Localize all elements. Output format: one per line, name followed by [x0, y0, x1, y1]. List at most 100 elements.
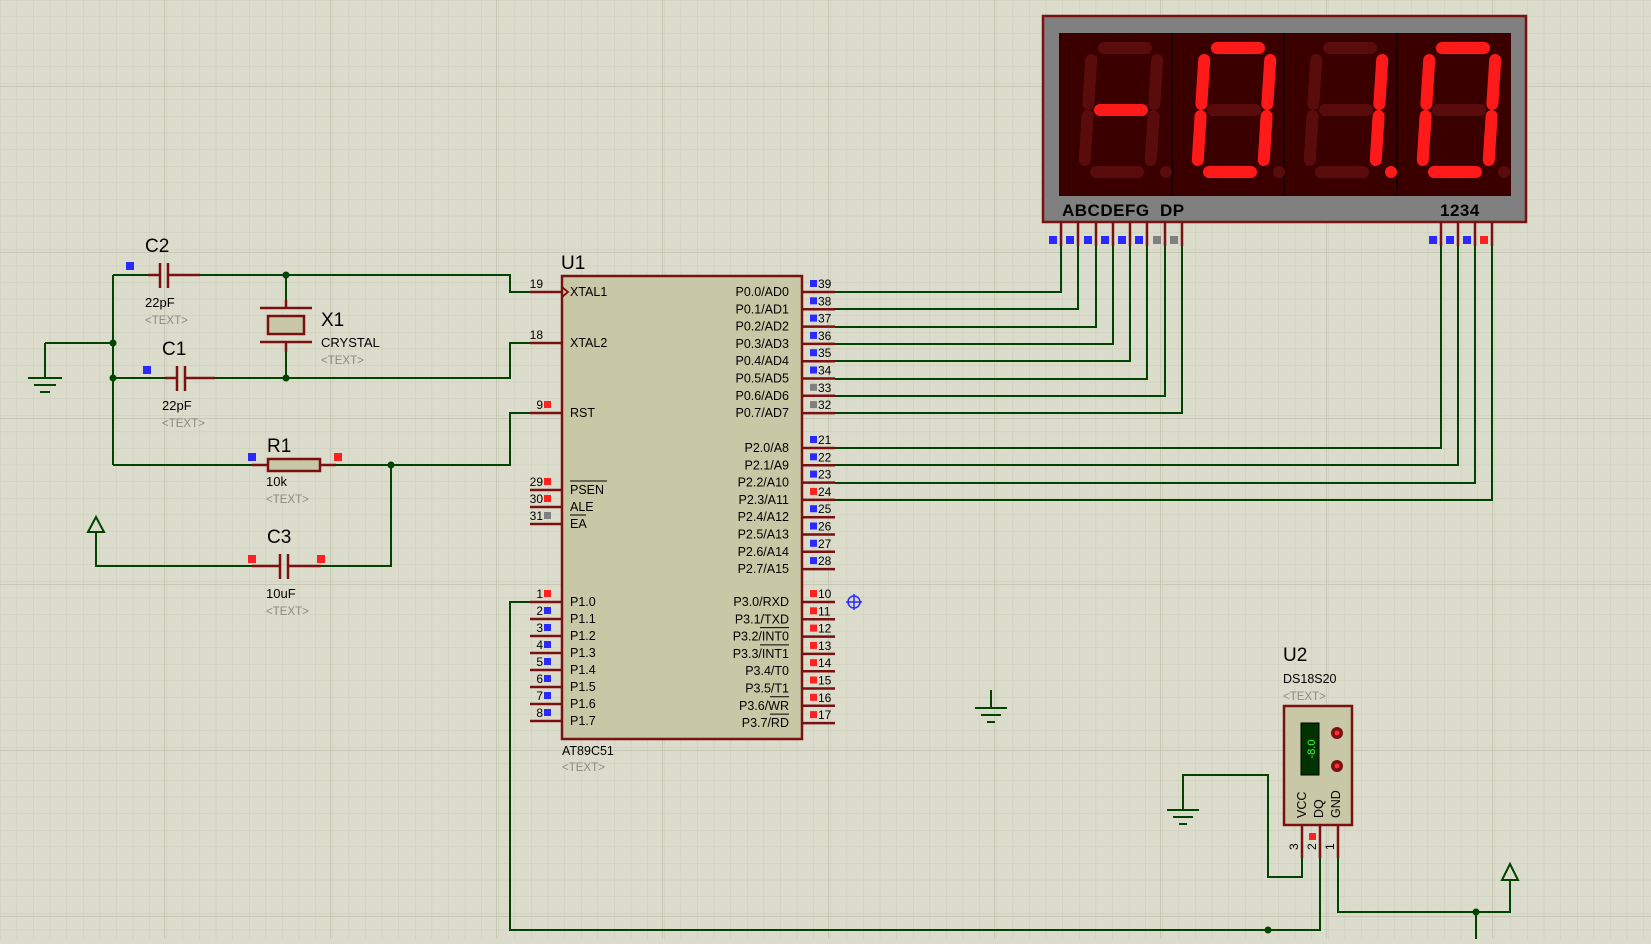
ground-symbol-u2[interactable]: [1167, 794, 1199, 825]
u1-pin-label: XTAL2: [570, 336, 607, 350]
u1-pin-number: 17: [818, 708, 832, 722]
u1-pin-p1-5[interactable]: 6P1.5: [530, 672, 596, 694]
u1-pin-p1-4[interactable]: 5P1.4: [530, 655, 596, 677]
capacitor-c2[interactable]: C2 22pF <TEXT>: [126, 236, 200, 327]
u1-pin-label: P2.6/A14: [738, 545, 789, 559]
power-terminal-left[interactable]: [86, 514, 106, 533]
u1-pin-number: 28: [818, 554, 832, 568]
u1-pin-number: 35: [818, 346, 832, 360]
segment-b: [1148, 54, 1164, 110]
c1-value: 22pF: [162, 398, 192, 413]
u1-pin-p1-0[interactable]: 1P1.0: [530, 587, 596, 609]
capacitor-c1[interactable]: C1 22pF <TEXT>: [143, 339, 215, 430]
u1-pin-number: 10: [818, 587, 832, 601]
u1-ref: U1: [561, 253, 585, 274]
u2-ref: U2: [1283, 645, 1307, 666]
u1-pin-number: 27: [818, 537, 832, 551]
u1-pin-number: 12: [818, 622, 832, 636]
u1-pin-label: RST: [570, 406, 595, 420]
u1-pin-number: 16: [818, 691, 832, 705]
pin-state-marker: [1170, 236, 1178, 244]
u1-pin-label: P3.0/RXD: [733, 595, 789, 609]
segment-dp: [1273, 166, 1285, 178]
pin-state-marker: [1101, 236, 1109, 244]
u1-pin-label: P0.0/AD0: [735, 285, 789, 299]
segment-e: [1303, 110, 1319, 166]
r1-value: 10k: [266, 474, 287, 489]
temperature-sensor-u2[interactable]: U2 DS18S20 <TEXT> -8.0 VCC DQ GND 3 2 1: [1282, 645, 1354, 858]
u1-pin-p1-2[interactable]: 3P1.2: [530, 621, 596, 643]
power-terminal-right[interactable]: [1500, 861, 1520, 881]
x1-ref: X1: [321, 310, 344, 331]
u1-pin-p1-6[interactable]: 7P1.6: [530, 689, 596, 711]
u1-pin-p1-7[interactable]: 8P1.7: [530, 706, 596, 728]
segment-c: [1144, 110, 1160, 166]
u1-pin-number: 38: [818, 294, 832, 308]
u1-pin-number: 31: [530, 509, 544, 523]
u1-pin-p1-1[interactable]: 2P1.1: [530, 604, 596, 626]
u1-pin-label: P0.3/AD3: [735, 337, 789, 351]
pin-state-marker: [1049, 236, 1057, 244]
seven-segment-display[interactable]: ABCDEFG DP 1234: [1041, 14, 1528, 246]
u1-pin-p1-3[interactable]: 4P1.3: [530, 638, 596, 660]
u1-pin-label: P2.2/A10: [738, 476, 789, 490]
segment-b: [1261, 54, 1277, 110]
r1-ref: R1: [267, 436, 291, 457]
u1-pin-number: 33: [818, 381, 832, 395]
pin-state-marker: [1153, 236, 1161, 244]
u1-pin-number: 11: [818, 604, 831, 618]
c1-ref: C1: [162, 339, 186, 360]
display-digits: [1078, 42, 1510, 178]
segment-b: [1486, 54, 1502, 110]
crystal-x1[interactable]: X1 CRYSTAL <TEXT>: [260, 300, 380, 367]
wires[interactable]: [44, 246, 1511, 939]
ground-symbol-center[interactable]: [975, 707, 1007, 723]
u1-text: <TEXT>: [562, 762, 605, 774]
capacitor-c3[interactable]: C3 10uF <TEXT>: [248, 527, 325, 618]
c2-ref: C2: [145, 236, 169, 257]
segment-dp: [1160, 166, 1172, 178]
segment-f: [1195, 54, 1211, 110]
digit-4: [1416, 42, 1510, 178]
pin-state-marker: [1480, 236, 1488, 244]
u1-right-pins: 39P0.0/AD038P0.1/AD137P0.2/AD236P0.3/AD3…: [733, 277, 835, 730]
u1-pin-label: P1.6: [570, 697, 596, 711]
pin-state-marker: [1463, 236, 1471, 244]
ground-symbol-left[interactable]: [28, 377, 62, 393]
u1-pin-number: 6: [536, 672, 543, 686]
pin-state-marker: [1118, 236, 1126, 244]
resistor-r1[interactable]: R1 10k <TEXT>: [248, 436, 342, 506]
